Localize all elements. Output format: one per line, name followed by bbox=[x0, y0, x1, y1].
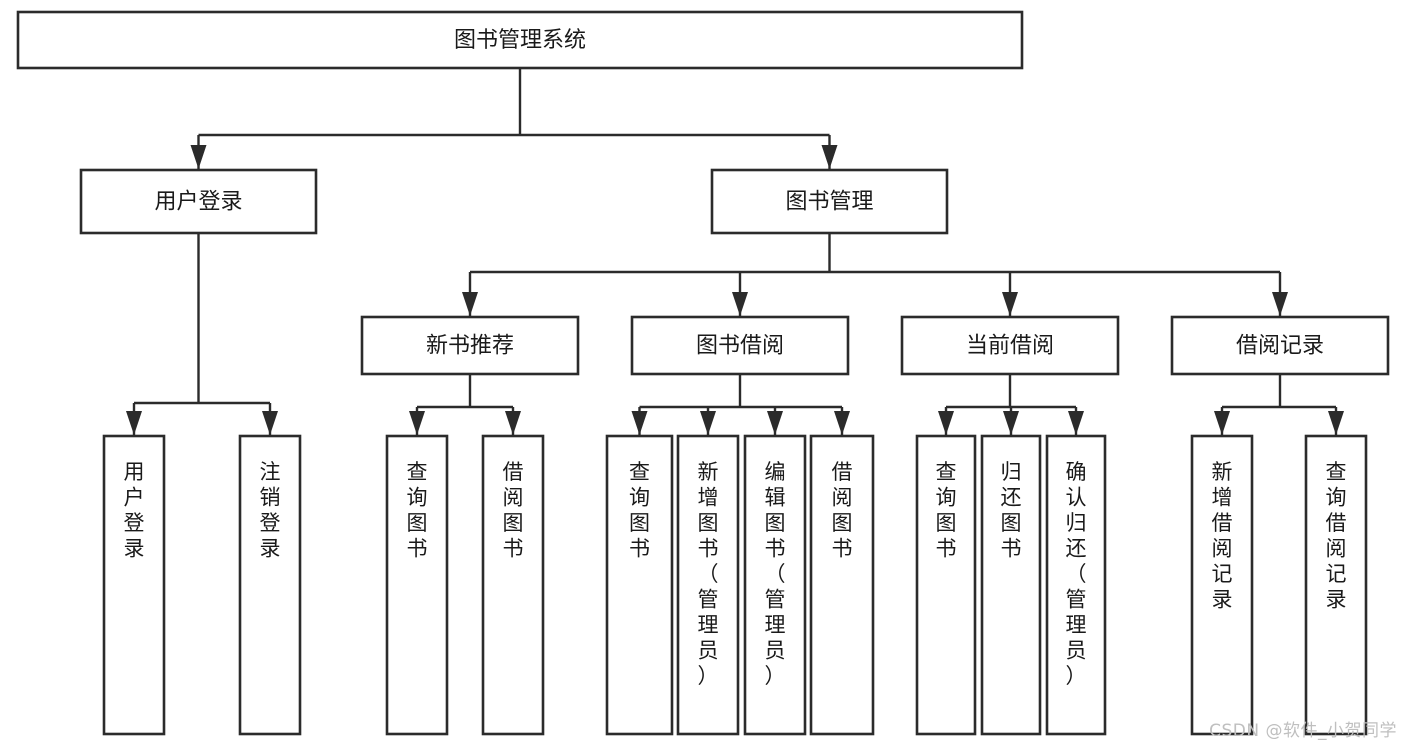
node-label-borrow-record: 借阅记录 bbox=[1236, 334, 1324, 359]
node-label-leaf-add-book: 新增图书（管理员） bbox=[698, 460, 719, 688]
node-box-new-book-recommend[interactable] bbox=[360, 315, 580, 376]
arrow-head bbox=[732, 292, 748, 316]
node-box-leaf-edit-book[interactable] bbox=[743, 434, 807, 736]
node-label-leaf-borrow-book: 借阅图书 bbox=[832, 460, 853, 560]
arrow-head bbox=[1002, 292, 1018, 316]
arrow-head bbox=[700, 411, 716, 435]
node-label-new-book-recommend: 新书推荐 bbox=[426, 334, 514, 359]
node-box-leaf-query-book-rec[interactable] bbox=[385, 434, 449, 736]
node-box-leaf-user-logout[interactable] bbox=[238, 434, 302, 736]
node-label-leaf-query-book-rec: 查询图书 bbox=[407, 460, 428, 560]
arrow-head bbox=[834, 411, 850, 435]
node-label-root: 图书管理系统 bbox=[454, 28, 586, 53]
arrow-heads bbox=[126, 145, 1344, 435]
node-label-leaf-query-book-bor: 查询图书 bbox=[629, 460, 650, 560]
node-box-borrow-record[interactable] bbox=[1170, 315, 1390, 376]
arrow-head bbox=[462, 292, 478, 316]
node-label-leaf-confirm-return: 确认归还（管理员） bbox=[1066, 460, 1087, 688]
node-label-leaf-edit-book: 编辑图书（管理员） bbox=[765, 460, 786, 688]
node-box-leaf-confirm-return[interactable] bbox=[1045, 434, 1107, 736]
arrow-head bbox=[938, 411, 954, 435]
arrow-head bbox=[126, 411, 142, 435]
node-box-leaf-user-login[interactable] bbox=[102, 434, 166, 736]
arrow-head bbox=[1328, 411, 1344, 435]
node-box-book-borrow[interactable] bbox=[630, 315, 850, 376]
arrow-head bbox=[821, 145, 838, 169]
node-label-leaf-user-logout: 注销登录 bbox=[260, 460, 281, 560]
arrow-head bbox=[1068, 411, 1084, 435]
arrow-head bbox=[1272, 292, 1288, 316]
node-label-leaf-return-book: 归还图书 bbox=[1001, 460, 1022, 560]
arrow-head bbox=[631, 411, 648, 435]
node-labels: 图书管理系统用户登录图书管理新书推荐图书借阅当前借阅借阅记录用户登录注销登录查询… bbox=[124, 28, 1347, 688]
node-box-book-manage[interactable] bbox=[710, 168, 949, 235]
arrow-head bbox=[767, 411, 783, 435]
node-label-leaf-query-record: 查询借阅记录 bbox=[1326, 460, 1347, 611]
arrow-head bbox=[1003, 411, 1019, 435]
arrow-head bbox=[409, 411, 425, 435]
node-box-leaf-borrow-book-rec[interactable] bbox=[481, 434, 545, 736]
node-label-leaf-query-book-cur: 查询图书 bbox=[936, 460, 957, 560]
node-box-leaf-borrow-book[interactable] bbox=[809, 434, 875, 736]
node-label-book-borrow: 图书借阅 bbox=[696, 334, 784, 359]
node-box-root[interactable] bbox=[16, 10, 1024, 70]
node-box-leaf-add-book[interactable] bbox=[676, 434, 740, 736]
node-box-leaf-query-record[interactable] bbox=[1304, 434, 1368, 736]
node-label-leaf-add-record: 新增借阅记录 bbox=[1212, 460, 1233, 611]
node-label-user-login: 用户登录 bbox=[154, 190, 242, 215]
arrow-head bbox=[505, 411, 521, 435]
node-label-current-borrow: 当前借阅 bbox=[966, 334, 1054, 359]
node-boxes bbox=[16, 10, 1390, 736]
csdn-watermark: CSDN @软件_小贺同学 bbox=[1209, 721, 1397, 741]
node-label-leaf-borrow-book-rec: 借阅图书 bbox=[503, 460, 524, 560]
node-box-user-login[interactable] bbox=[79, 168, 318, 235]
node-label-book-manage: 图书管理 bbox=[785, 190, 873, 215]
node-box-leaf-return-book[interactable] bbox=[980, 434, 1042, 736]
arrow-head bbox=[262, 411, 278, 435]
node-box-current-borrow[interactable] bbox=[900, 315, 1120, 376]
node-label-leaf-user-login: 用户登录 bbox=[124, 460, 145, 560]
arrow-head bbox=[1214, 411, 1230, 435]
node-box-leaf-query-book-cur[interactable] bbox=[915, 434, 977, 736]
node-box-leaf-query-book-bor[interactable] bbox=[605, 434, 674, 736]
arrow-head bbox=[190, 145, 207, 169]
connector-lines bbox=[132, 68, 1338, 435]
node-box-leaf-add-record[interactable] bbox=[1190, 434, 1254, 736]
